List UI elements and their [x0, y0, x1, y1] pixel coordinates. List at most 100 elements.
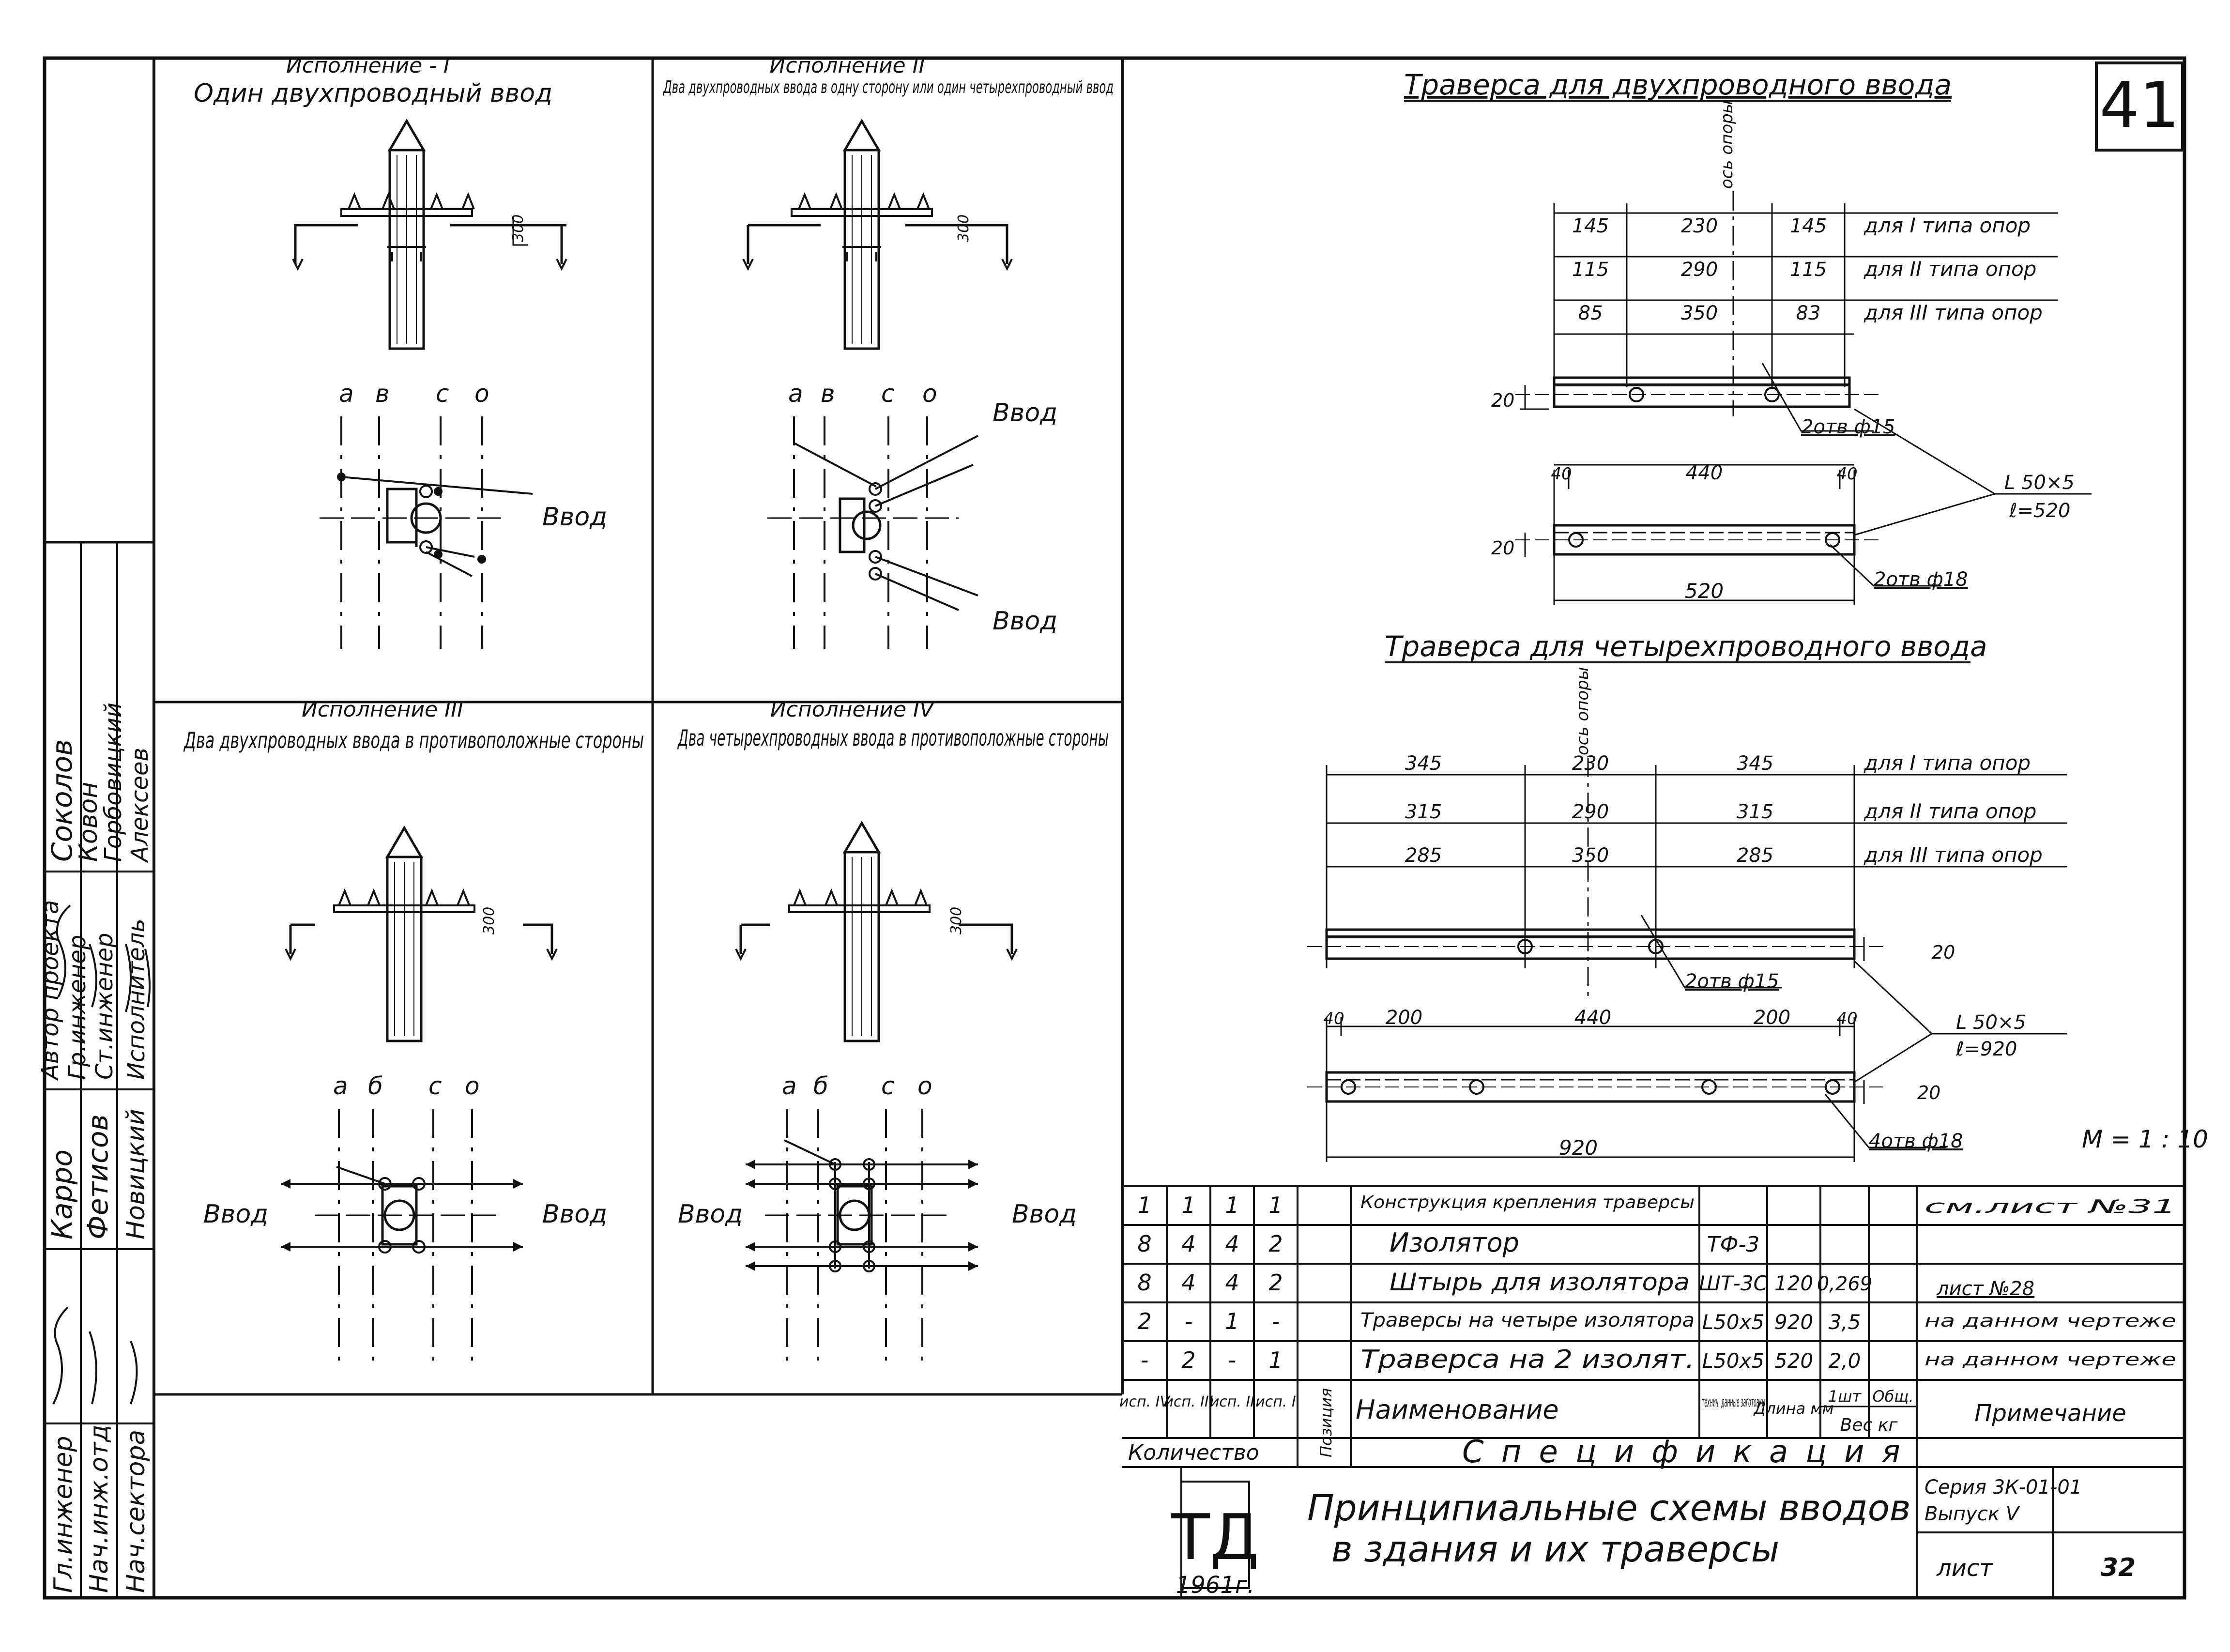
plan-view-1: а в с о Ввод: [320, 380, 607, 649]
spec-r4-length: 920: [1774, 1310, 1813, 1334]
stamp-role-head-sector: Нач.сектора: [122, 1430, 151, 1593]
variant-2-dim: 300: [955, 214, 972, 242]
sheet-number: 32: [2101, 1553, 2136, 1582]
spec-r1-q1: 1: [1268, 1192, 1283, 1218]
stamp-role-chief-engineer: Гл.инженер: [49, 1436, 78, 1593]
organization-logo: ТД: [1171, 1500, 1259, 1574]
t4-row1-c: 345: [1737, 752, 1773, 775]
traverse-four-wire: Траверса для четырехпроводного ввода ось…: [1307, 630, 2208, 1162]
spec-r1-name: Конструкция крепления траверсы: [1360, 1193, 1695, 1212]
variant-1-caption: Один двухпроводный ввод: [194, 79, 552, 108]
spec-r3-q1: 2: [1268, 1270, 1283, 1296]
spec-r3-note: лист №28: [1936, 1278, 2034, 1300]
t4-height-1: 20: [1932, 942, 1955, 963]
spec-r1-note: см.лист №31: [1925, 1196, 2176, 1217]
plan-view-2: а в с о Ввод Ввод: [767, 380, 1057, 649]
title-block: ТД 1961г. Принципиальные схемы вводов в …: [1171, 1476, 2136, 1599]
sheet-label: лист: [1936, 1555, 1994, 1582]
spec-r4-q3: -: [1185, 1308, 1193, 1334]
outer-frame: [43, 56, 2186, 1600]
stamp-name-novitsky: Новицкий: [122, 1109, 151, 1239]
t4-end-left: 40: [1323, 1009, 1344, 1028]
plan-view-4: а б с о Ввод Ввод: [678, 1072, 1077, 1370]
entry-label-right: Ввод: [1012, 1200, 1077, 1229]
spec-header-q1: исп. I: [1255, 1393, 1296, 1410]
t2-row3-label: для III типа опор: [1863, 301, 2043, 324]
spec-r2-q3: 4: [1181, 1231, 1195, 1257]
traverse-two-wire: Траверса для двухпроводного ввода ось оп…: [1404, 68, 2092, 605]
page-number: 41: [2099, 68, 2179, 142]
spec-r4-w1: 3,5: [1829, 1310, 1861, 1334]
t2-height-1: 20: [1491, 390, 1514, 411]
phase-c: с: [436, 380, 449, 408]
variant-4-caption: Два четырехпроводных ввода в противополо…: [677, 725, 1109, 751]
t4-row3-label: для III типа опор: [1863, 843, 2043, 867]
spec-r1-q3: 1: [1181, 1192, 1195, 1218]
t4-row2-c: 315: [1737, 801, 1773, 823]
pole-elevation-3: 300: [285, 826, 558, 1042]
stamp-name-fetisov: Фетисов: [81, 1114, 114, 1239]
spec-r2-q1: 2: [1268, 1231, 1283, 1257]
spec-r5-name: Траверса на 2 изолят.: [1360, 1345, 1695, 1374]
spec-r5-tech: L50x5: [1702, 1349, 1764, 1373]
t4-row3-c: 285: [1737, 844, 1773, 867]
spec-r4-name: Траверсы на четыре изолятора: [1360, 1309, 1695, 1331]
variant-2: Исполнение II Два двухпроводных ввода в …: [663, 53, 1114, 649]
stamp-role-group-engineer: Гр.инженер: [64, 935, 91, 1080]
spec-header-note: Примечание: [1974, 1400, 2126, 1427]
variant-4-dim: 300: [948, 907, 965, 934]
t4-row2-a: 315: [1405, 801, 1442, 823]
spec-r1-q4: 1: [1137, 1192, 1151, 1218]
spec-r5-q3: 2: [1181, 1347, 1195, 1373]
pole-elevation-4: 300: [735, 821, 1018, 1042]
t2-length: ℓ=520: [2009, 500, 2070, 522]
drawing-title-line2: в здания и их траверсы: [1331, 1529, 1779, 1570]
variant-1: Исполнение - I Один двухпроводный ввод 3…: [194, 53, 607, 649]
spec-r3-tech: ШТ-3С: [1699, 1271, 1768, 1295]
spec-r3-length: 120: [1774, 1271, 1813, 1295]
t4-holes-1: 2отв ф15: [1685, 970, 1779, 993]
issue-label: Выпуск V: [1925, 1503, 2020, 1525]
signature-1: [52, 904, 151, 1405]
traverse-4-title: Траверса для четырехпроводного ввода: [1385, 630, 1987, 663]
spec-title: Спецификация: [1462, 1434, 1918, 1470]
stamp-name-alekseev: Алексеев: [126, 748, 153, 863]
traverse-2-axis: ось опоры: [1717, 100, 1737, 189]
t2-end-left: 40: [1551, 464, 1572, 484]
phase-a: а: [782, 1072, 797, 1100]
spec-header-q4: исп. IV: [1119, 1393, 1171, 1410]
t2-holes-2: 2отв ф18: [1874, 568, 1968, 591]
phase-a: а: [333, 1072, 348, 1100]
variant-2-label: Исполнение II: [769, 53, 925, 78]
phase-a: а: [788, 380, 803, 408]
spec-r4-tech: L50x5: [1702, 1310, 1764, 1334]
variant-3: Исполнение III Два двухпроводных ввода в…: [183, 697, 644, 1370]
t4-row1-b: 230: [1572, 752, 1609, 775]
phase-c: с: [881, 1072, 895, 1100]
phase-c: с: [881, 380, 895, 408]
t4-length: ℓ=920: [1955, 1038, 2017, 1060]
spec-r5-q2: -: [1228, 1347, 1237, 1373]
spec-r2-name: Изолятор: [1390, 1227, 1519, 1258]
spec-r5-q4: -: [1141, 1347, 1149, 1373]
plan-view-3: а б с о Ввод Ввод: [203, 1072, 607, 1370]
variant-4: Исполнение IV Два четырехпроводных ввода…: [677, 697, 1109, 1370]
angle-top-view-2: [1553, 376, 1851, 408]
dimension-table-2: [1553, 203, 2058, 387]
t4-side-right: 200: [1754, 1007, 1790, 1029]
spec-header-q2: исп. II: [1210, 1393, 1255, 1410]
spec-r4-q1: -: [1272, 1308, 1280, 1334]
pole-elevation-2: 300: [742, 119, 1013, 350]
spec-header-w1: 1шт: [1828, 1387, 1862, 1406]
variant-2-caption: Два двухпроводных ввода в одну сторону и…: [663, 77, 1114, 97]
stamp-name-kovon: Ковон: [74, 782, 103, 862]
spec-header-wtotal: Общ.: [1872, 1387, 1913, 1406]
phase-v: в: [375, 380, 389, 408]
spec-r4-q4: 2: [1137, 1308, 1151, 1334]
t4-profile: L 50×5: [1956, 1011, 2026, 1034]
spec-header-position: Позиция: [1317, 1388, 1335, 1457]
page-number-box: [2095, 61, 2184, 152]
phase-b: б: [368, 1072, 383, 1100]
t4-middle: 440: [1574, 1007, 1611, 1029]
